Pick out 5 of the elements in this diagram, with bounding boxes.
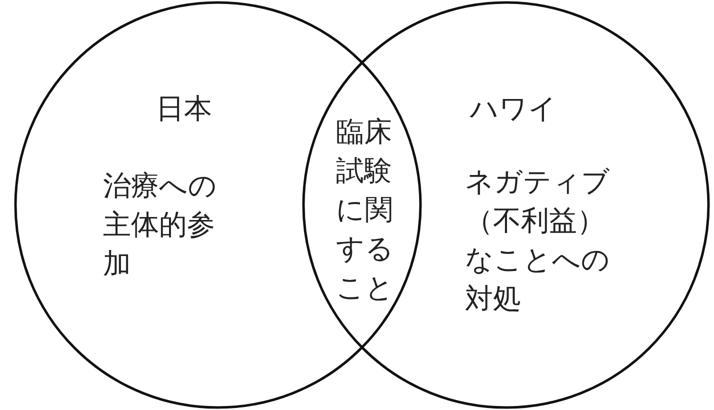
country-heading: 日本 — [156, 91, 213, 127]
note-text: 治療への主体的参加 — [103, 168, 218, 282]
country-heading: ハワイ — [470, 91, 558, 127]
note-text: ネガティブ（不利益）なことへの対処 — [465, 164, 611, 317]
overlap-text: 臨床試験に関すること — [336, 114, 395, 306]
